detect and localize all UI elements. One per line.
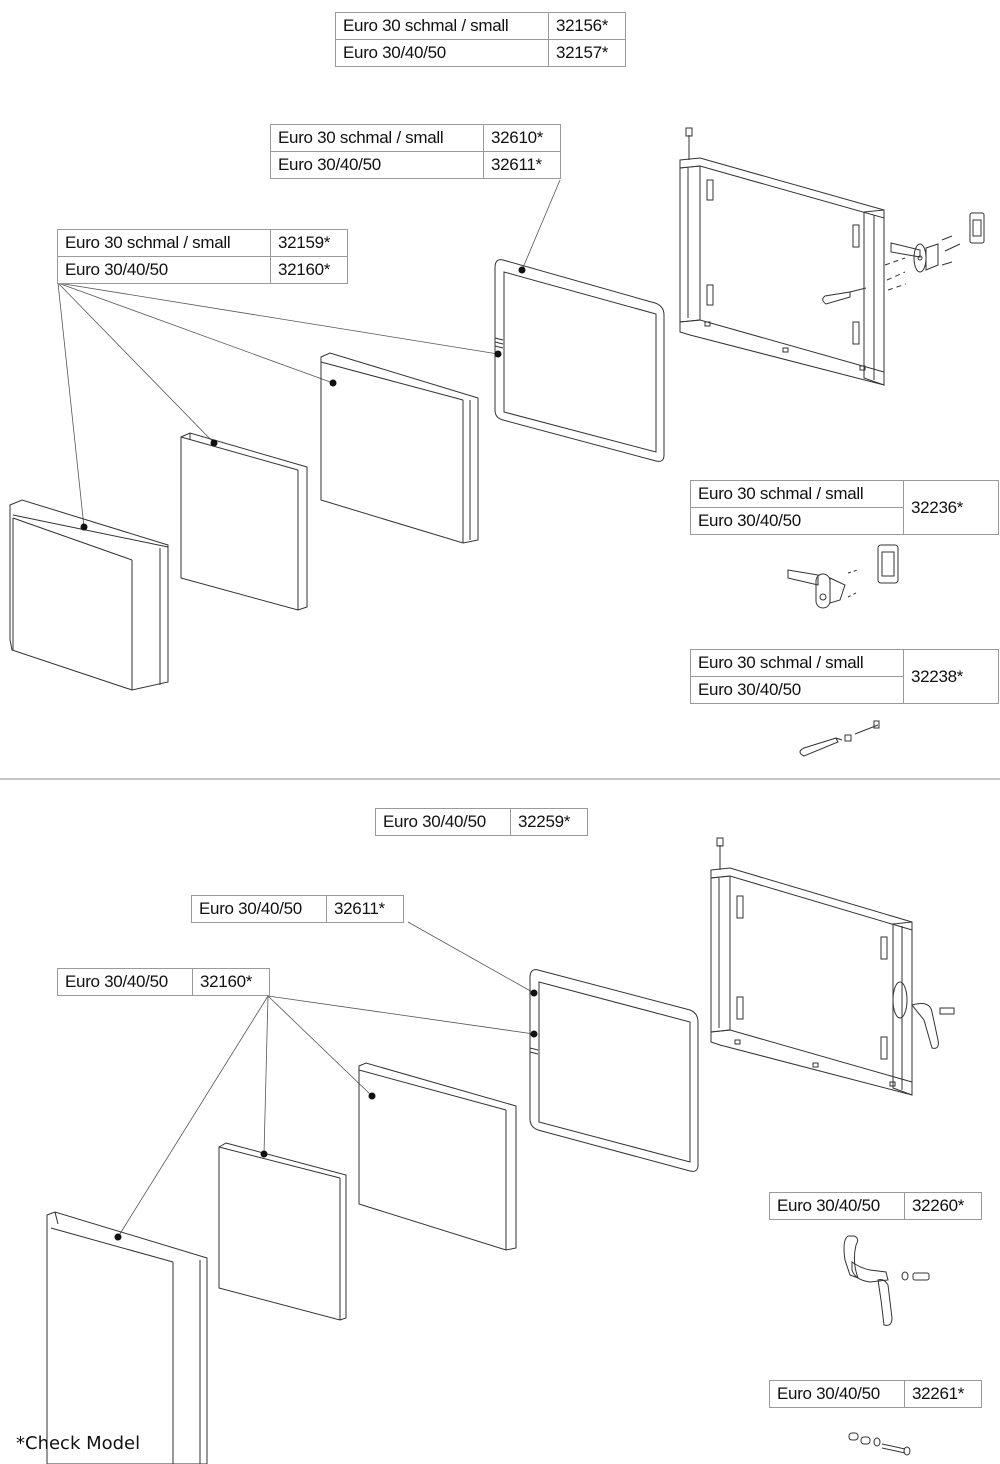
front-cover-top — [9, 499, 169, 691]
model-name: Euro 30/40/50 — [375, 808, 511, 836]
hinge-pin-set-32261 — [848, 1432, 911, 1456]
insulation-panel-bottom-1 — [218, 1142, 347, 1321]
insulation-panel-top-2 — [320, 352, 479, 544]
part-number: 32611* — [326, 895, 404, 923]
insulation-panel-bottom-2 — [358, 1062, 517, 1251]
model-name: Euro 30 schmal / small — [690, 480, 904, 508]
model-name: Euro 30/40/50 — [769, 1380, 905, 1408]
part-label-panels-top: Euro 30 schmal / small 32159* Euro 30/40… — [57, 229, 348, 284]
model-name: Euro 30/40/50 — [191, 895, 327, 923]
door-frame-bottom — [710, 837, 955, 1096]
part-number: 32238* — [903, 649, 999, 704]
part-number: 32236* — [903, 480, 999, 535]
insulation-panel-top-1 — [180, 432, 308, 611]
leader-lines-bottom — [117, 921, 535, 1238]
part-number: 32259* — [510, 808, 588, 836]
model-name: Euro 30/40/50 — [335, 39, 549, 67]
part-number: 32159* — [270, 229, 348, 257]
part-label-cover-frame-top: Euro 30 schmal / small 32156* Euro 30/40… — [335, 12, 626, 67]
part-label-latch-set: Euro 30 schmal / small 32236* Euro 30/40… — [690, 480, 999, 535]
part-number: 32160* — [270, 256, 348, 284]
part-label-handle-pin: Euro 30 schmal / small 32238* Euro 30/40… — [690, 649, 999, 704]
part-label-glass-frame-top: Euro 30 schmal / small 32610* Euro 30/40… — [270, 124, 561, 179]
model-name: Euro 30 schmal / small — [335, 12, 549, 40]
leader-lines-top-panels — [57, 179, 561, 528]
model-name: Euro 30 schmal / small — [270, 124, 484, 152]
part-label-glass-frame-bottom: Euro 30/40/50 32611* — [191, 895, 404, 923]
part-number: 32260* — [904, 1192, 982, 1220]
part-label-panels-bottom: Euro 30/40/50 32160* — [57, 968, 270, 996]
part-number: 32157* — [548, 39, 626, 67]
handle-parts-32260 — [843, 1235, 930, 1326]
model-name: Euro 30 schmal / small — [690, 649, 904, 677]
model-name: Euro 30/40/50 — [270, 151, 484, 179]
part-label-door-frame-bottom: Euro 30/40/50 32259* — [375, 808, 588, 836]
model-name: Euro 30/40/50 — [690, 676, 904, 704]
model-name: Euro 30/40/50 — [690, 507, 904, 535]
glass-gasket-frame-top — [494, 259, 665, 462]
model-name: Euro 30/40/50 — [57, 256, 271, 284]
part-label-hinge-pin-set: Euro 30/40/50 32261* — [769, 1380, 982, 1408]
handle-pin-32238 — [799, 720, 880, 757]
part-number: 32160* — [192, 968, 270, 996]
part-number: 32156* — [548, 12, 626, 40]
check-model-footnote: *Check Model — [16, 1433, 141, 1454]
front-cover-bottom — [46, 1211, 208, 1464]
part-number: 32610* — [483, 124, 561, 152]
part-number: 32261* — [904, 1380, 982, 1408]
model-name: Euro 30 schmal / small — [57, 229, 271, 257]
part-number: 32611* — [483, 151, 561, 179]
door-frame-top — [679, 127, 985, 386]
section-divider — [0, 778, 1000, 780]
latch-parts-32236 — [787, 544, 899, 609]
glass-gasket-frame-bottom — [529, 969, 699, 1172]
model-name: Euro 30/40/50 — [57, 968, 193, 996]
model-name: Euro 30/40/50 — [769, 1192, 905, 1220]
part-label-handle-set: Euro 30/40/50 32260* — [769, 1192, 982, 1220]
